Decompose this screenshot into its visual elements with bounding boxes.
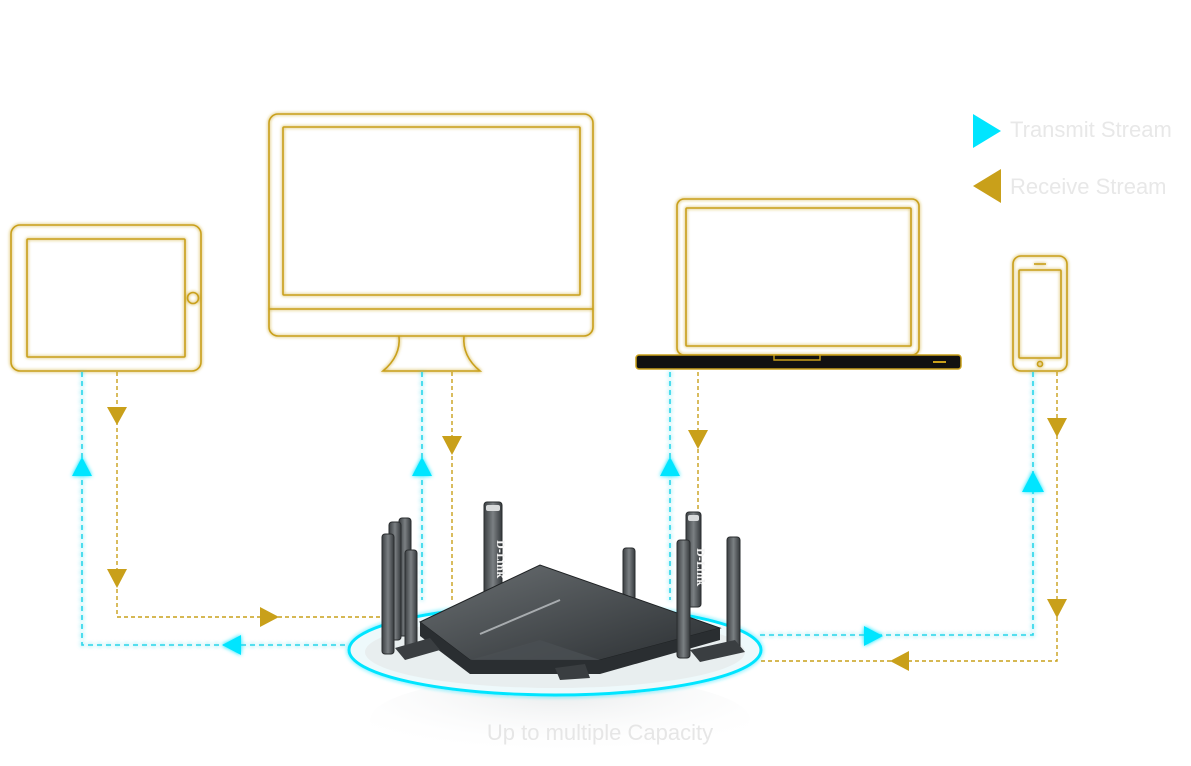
receive-arrows <box>107 407 1067 671</box>
transmit-arrow-left <box>222 635 241 655</box>
transmit-arrow-up-monitor <box>412 457 432 476</box>
receive-arrow-down-tablet-1 <box>107 407 127 425</box>
receive-arrow-down-tablet-2 <box>107 569 127 588</box>
router-brand-label-1: D-Link <box>494 540 505 579</box>
receive-arrow-down-phone-2 <box>1047 599 1067 618</box>
router: D-Link D-Link <box>347 501 763 765</box>
transmit-arrow-up-tablet <box>72 457 92 476</box>
receive-arrow-down-phone-1 <box>1047 418 1067 437</box>
receive-arrow-left <box>890 651 909 671</box>
receive-stream-label: Receive Stream <box>1010 174 1167 199</box>
transmit-arrow-up-phone <box>1022 471 1044 492</box>
transmit-stream-label: Transmit Stream <box>1010 117 1172 142</box>
receive-arrow-down-monitor <box>442 436 462 455</box>
transmit-arrow-right <box>864 626 883 646</box>
smartphone-device <box>1012 255 1068 372</box>
router-brand-label-2: D-Link <box>694 548 705 587</box>
transmit-arrows <box>72 457 1044 655</box>
desktop-monitor-device <box>268 113 594 372</box>
receive-legend-arrow-icon <box>973 169 1001 203</box>
capacity-caption: Up to multiple Capacity <box>486 720 714 745</box>
laptop-device <box>635 198 962 370</box>
transmit-arrow-up-laptop <box>660 457 680 476</box>
tablet-device <box>10 224 202 372</box>
receive-arrow-right <box>260 607 279 627</box>
receive-arrow-down-laptop <box>688 430 708 449</box>
legend <box>973 114 1001 203</box>
transmit-legend-arrow-icon <box>973 114 1001 148</box>
